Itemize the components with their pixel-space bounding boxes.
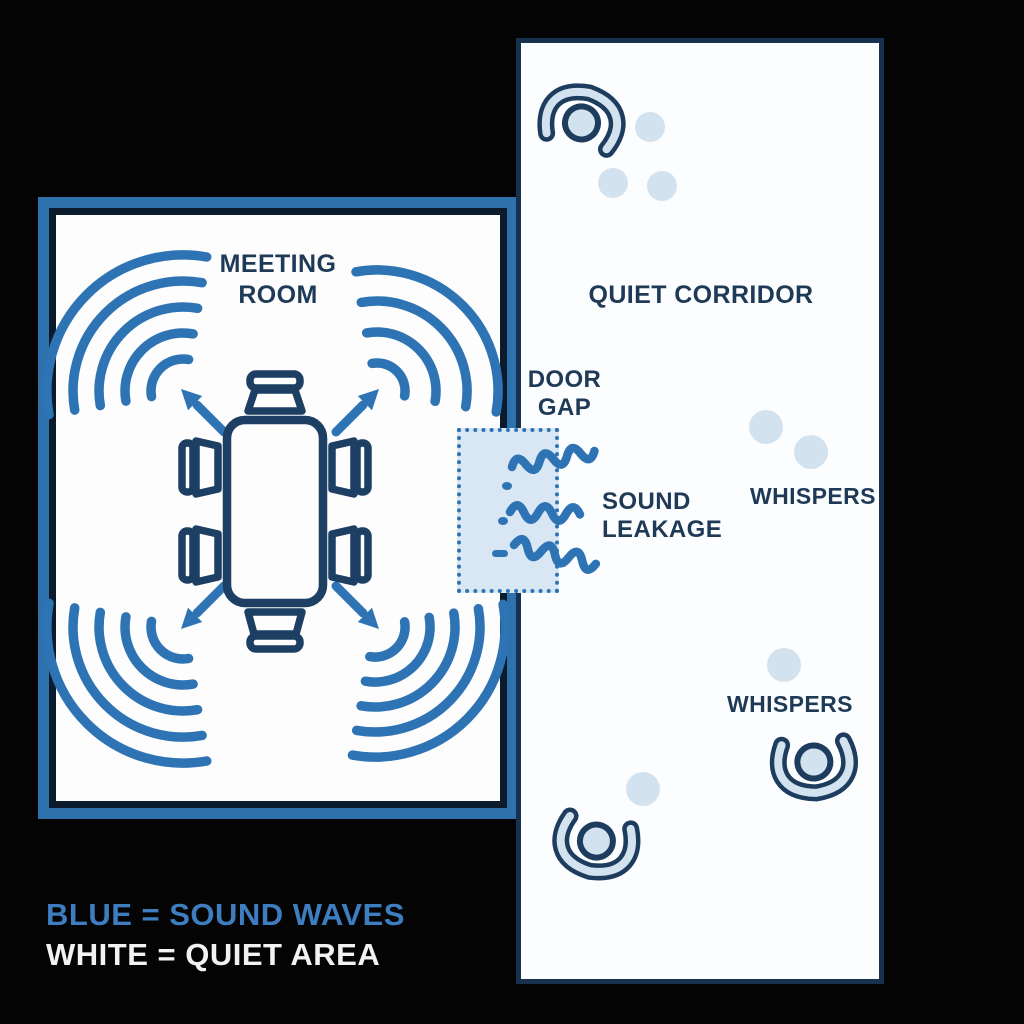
quiet-corridor-label: QUIET CORRIDOR [588,281,814,309]
legend: BLUE = SOUND WAVES WHITE = QUIET AREA [46,895,405,975]
legend-blue-line: BLUE = SOUND WAVES [46,897,405,932]
whispers-label-2: WHISPERS [727,691,853,717]
legend-white-line: WHITE = QUIET AREA [46,937,381,972]
whispers-label-1: WHISPERS [750,483,876,509]
sound-leakage-label: SOUND LEAKAGE [602,488,723,543]
meeting-room-label: MEETING ROOM [219,250,337,309]
door-gap-label: DOOR GAP [527,366,602,421]
door-gap-zone [457,428,559,593]
